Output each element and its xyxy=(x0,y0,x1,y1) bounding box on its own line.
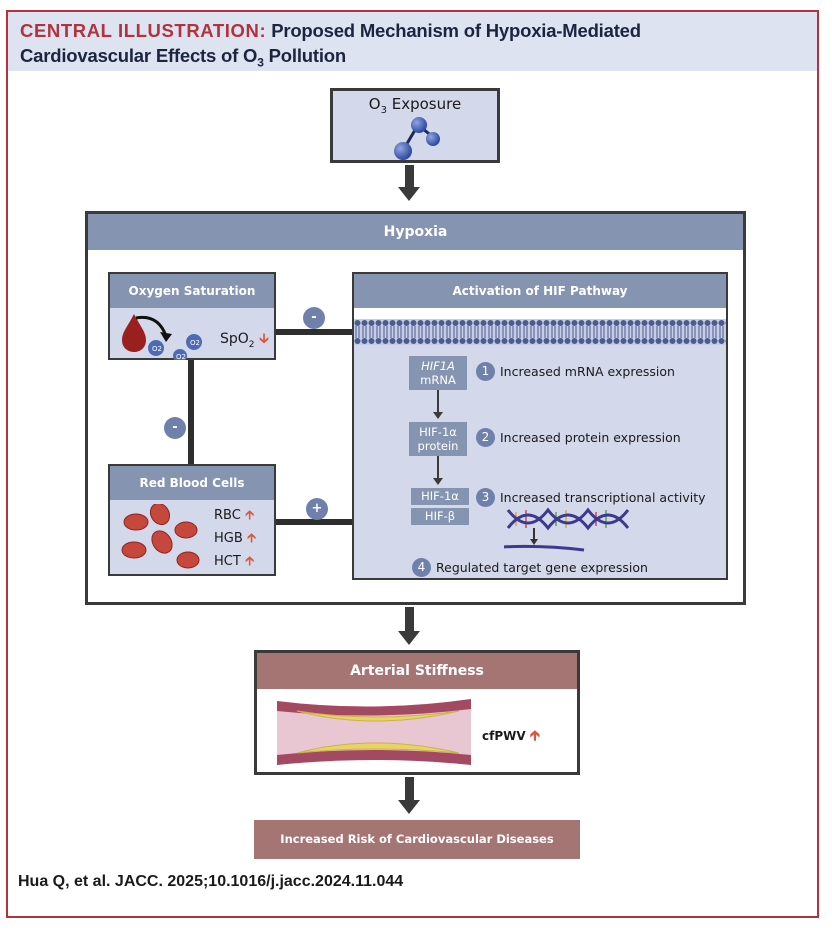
title-line-1: CENTRAL ILLUSTRATION: Proposed Mechanism… xyxy=(20,18,805,43)
title-text-2a: Cardiovascular Effects of O xyxy=(20,45,258,66)
arrow-up-icon: 🡱 xyxy=(244,554,255,569)
hif1a-mrna-box: HIF1A mRNA xyxy=(409,356,467,390)
positive-sign-badge: + xyxy=(306,498,328,520)
mrna-label: mRNA xyxy=(420,373,456,387)
title-text-1: Proposed Mechanism of Hypoxia-Mediated xyxy=(271,20,641,41)
svg-text:O2: O2 xyxy=(190,339,200,347)
citation: Hua Q, et al. JACC. 2025;10.1016/j.jacc.… xyxy=(18,873,404,890)
blood-drop-o2-icon: O2 O2 O2 xyxy=(122,314,202,360)
negative-sign-badge: - xyxy=(303,307,325,329)
dna-helix-icon xyxy=(504,507,630,552)
arrow-up-icon: 🡱 xyxy=(244,508,255,523)
cardiovascular-risk-box: Increased Risk of Cardiovascular Disease… xyxy=(254,820,580,859)
oxygen-saturation-title: Oxygen Saturation xyxy=(110,274,274,308)
title-prefix: CENTRAL ILLUSTRATION: xyxy=(20,20,267,41)
svg-text:O2: O2 xyxy=(152,345,162,353)
hif1a-protein-label: HIF-1α xyxy=(419,425,457,439)
arrow-hypoxia-to-arterial xyxy=(405,607,414,631)
hifb-dimer-box: HIF-β xyxy=(411,508,469,525)
o3-label-post: Exposure xyxy=(386,95,462,113)
cell-membrane-icon xyxy=(354,319,726,345)
red-blood-cells-icon xyxy=(121,504,200,569)
arterial-stiffness-box: Arterial Stiffness cfPWV 🡱 xyxy=(254,650,580,775)
step-4: 4 Regulated target gene expression xyxy=(412,558,648,577)
rbc-metric: RBC 🡱 xyxy=(214,506,254,528)
protein-label: protein xyxy=(417,439,459,453)
rbc-label: RBC xyxy=(214,508,241,523)
spo2-metric: SpO2 🡳 xyxy=(220,328,269,352)
arrow-head xyxy=(433,412,443,419)
extracellular-space xyxy=(354,308,726,320)
hgb-metric: HGB 🡱 xyxy=(214,529,256,551)
oxygen-saturation-panel: Oxygen Saturation O2 O2 O2 SpO2 🡳 xyxy=(108,272,276,360)
connector-rbc-hif xyxy=(276,519,354,525)
step-2: 2 Increased protein expression xyxy=(476,428,681,447)
arrow-head xyxy=(398,631,420,645)
hypoxia-title: Hypoxia xyxy=(88,214,743,250)
hct-label: HCT xyxy=(214,554,241,569)
o3-label-pre: O xyxy=(368,95,381,113)
arrow-exposure-to-hypoxia xyxy=(405,165,414,187)
svg-text:O2: O2 xyxy=(176,353,186,360)
negative-sign-badge: - xyxy=(164,417,186,439)
arrow-head xyxy=(398,800,420,814)
step-number-badge: 4 xyxy=(412,558,431,577)
artery-plaque-icon xyxy=(277,699,471,765)
arrow-arterial-to-risk xyxy=(405,777,414,801)
connector-spo2-hif xyxy=(276,329,354,335)
spo2-label: SpO xyxy=(220,331,249,347)
title-text-2b: Pollution xyxy=(263,45,347,66)
pathway-arrow xyxy=(437,456,439,480)
arrow-up-icon: 🡱 xyxy=(529,728,540,744)
step-number-badge: 1 xyxy=(476,362,495,381)
step-label: Increased mRNA expression xyxy=(500,364,675,379)
step-1: 1 Increased mRNA expression xyxy=(476,362,675,381)
step-label: Increased protein expression xyxy=(500,430,681,445)
o3-exposure-box: O3 Exposure xyxy=(330,88,500,163)
step-3: 3 Increased transcriptional activity xyxy=(476,488,706,507)
hct-metric: HCT 🡱 xyxy=(214,552,254,574)
red-blood-cells-panel: Red Blood Cells RBC 🡱 HGB 🡱 HCT 🡱 xyxy=(108,464,276,576)
hif-pathway-title: Activation of HIF Pathway xyxy=(354,274,726,308)
step-number-badge: 3 xyxy=(476,488,495,507)
hif1a-label: HIF1A xyxy=(421,359,455,373)
o3-exposure-label: O3 Exposure xyxy=(333,95,497,116)
title-sub: 3 xyxy=(257,55,264,70)
hgb-label: HGB xyxy=(214,531,243,546)
arrow-down-icon: 🡳 xyxy=(258,331,270,347)
hif1a-protein-box: HIF-1α protein xyxy=(409,422,467,456)
pathway-arrow xyxy=(437,390,439,414)
arrow-head xyxy=(433,478,443,485)
spo2-sub: 2 xyxy=(248,339,255,350)
step-label: Regulated target gene expression xyxy=(436,560,648,575)
hif1a-dimer-box: HIF-1α xyxy=(411,488,469,505)
connector-spo2-rbc xyxy=(188,360,194,464)
hif-pathway-panel: Activation of HIF Pathway HIF1A mRNA HIF… xyxy=(352,272,728,580)
step-number-badge: 2 xyxy=(476,428,495,447)
o3-label-sub: 3 xyxy=(380,105,387,116)
molecule-icon xyxy=(394,117,440,160)
cfpwv-label: cfPWV xyxy=(482,729,526,743)
title-band: CENTRAL ILLUSTRATION: Proposed Mechanism… xyxy=(8,12,817,71)
step-label: Increased transcriptional activity xyxy=(500,490,706,505)
arterial-stiffness-title: Arterial Stiffness xyxy=(257,653,577,689)
cfpwv-metric: cfPWV 🡱 xyxy=(482,725,540,749)
arrow-up-icon: 🡱 xyxy=(246,531,257,546)
arrow-head xyxy=(398,187,420,201)
red-blood-cells-title: Red Blood Cells xyxy=(110,466,274,500)
title-line-2: Cardiovascular Effects of O3 Pollution xyxy=(20,43,805,76)
hypoxia-box: Hypoxia Oxygen Saturation O2 O2 O2 SpO2 … xyxy=(85,211,746,605)
